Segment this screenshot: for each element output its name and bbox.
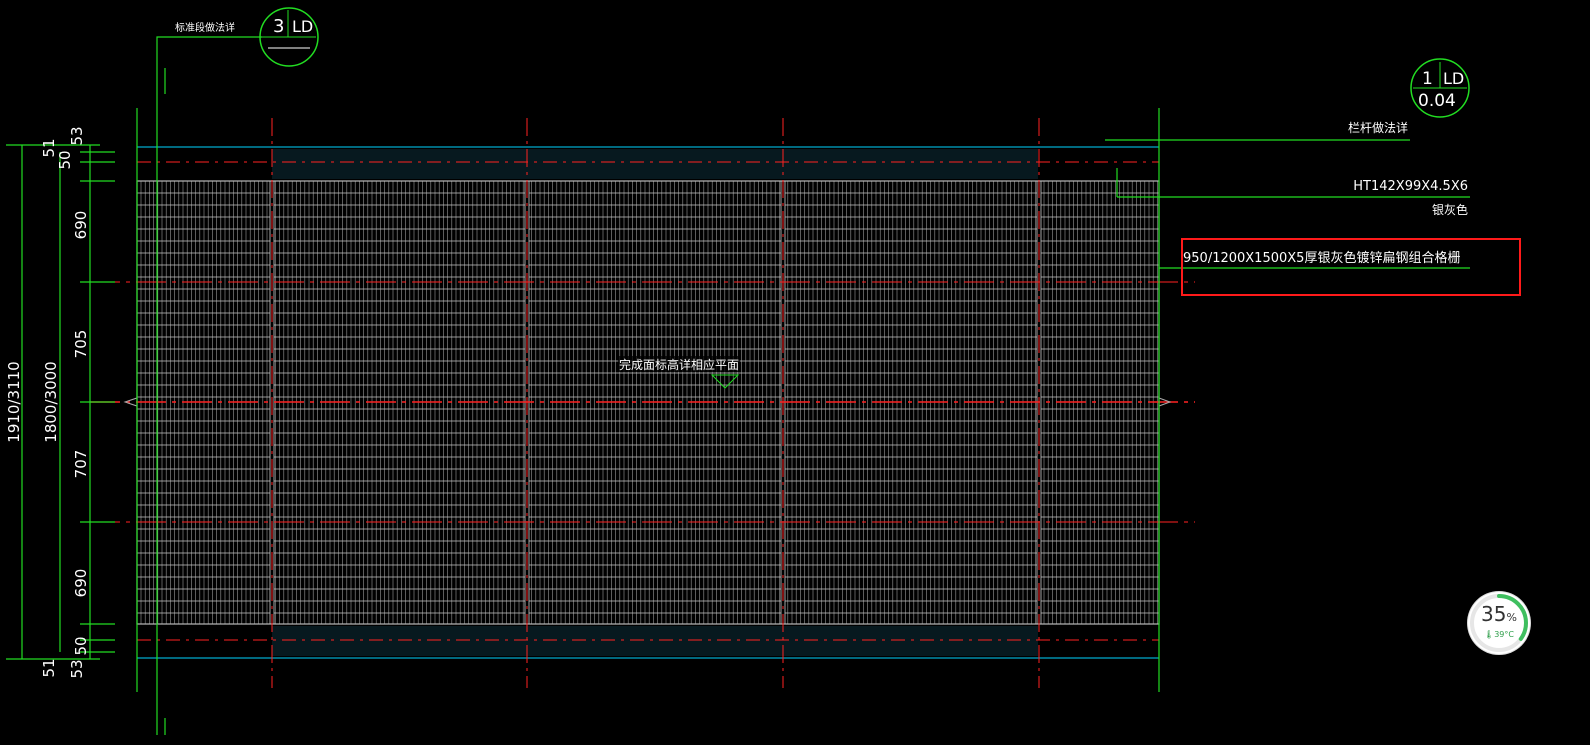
cpu-percent: 35% — [1481, 602, 1517, 626]
bottom-beam — [136, 623, 1160, 659]
top-beam — [136, 146, 1160, 182]
dim-bot2: 53 — [68, 659, 86, 678]
elevation-note: 完成面标高详相应平面 — [618, 356, 740, 389]
break-mark-right — [1158, 397, 1172, 407]
grating-note: 950/1200X1500X5厚银灰色镀锌扁钢组合格栅 — [1183, 250, 1460, 266]
thermometer-icon: 🌡 — [1484, 630, 1495, 639]
progress-ring-icon — [1470, 594, 1528, 652]
dim-top1: 53 — [68, 126, 86, 145]
axis-lines-vertical — [271, 118, 1040, 688]
callout-top-label: 标准段做法详 — [175, 21, 235, 34]
dim-outer-top: 51 — [40, 138, 58, 157]
performance-widget[interactable]: 35% 🌡39°C — [1468, 592, 1530, 654]
callout-right-number: 1 — [1422, 69, 1433, 89]
dim-outer-bottom: 51 — [40, 658, 58, 677]
dimension-lines — [6, 36, 1470, 735]
profile-color-note: 银灰色 — [1432, 203, 1468, 217]
callout-top-sheet: LD — [292, 17, 313, 36]
axis-lines-horizontal — [90, 281, 1195, 523]
temperature-readout: 🌡39°C — [1484, 630, 1514, 639]
callout-top-number: 3 — [273, 16, 284, 37]
dim-a: 690 — [72, 211, 90, 240]
dim-d: 690 — [72, 569, 90, 598]
profile-note: HT142X99X4.5X6 — [1353, 179, 1468, 194]
railing-note: 栏杆做法详 — [1348, 120, 1408, 135]
dim-b: 705 — [72, 330, 90, 359]
dim-c: 707 — [72, 450, 90, 479]
dim-total-outer: 1910/3110 — [5, 361, 23, 442]
highlight-box[interactable] — [1181, 238, 1521, 296]
detail-callout-top[interactable]: 3 LD 标准段做法详 — [175, 7, 319, 67]
svg-text:完成面标高详相应平面: 完成面标高详相应平面 — [619, 357, 739, 372]
detail-callout-right[interactable]: 1 LD 0.04 — [1410, 58, 1470, 118]
callout-right-sub: 0.04 — [1418, 91, 1456, 111]
grating-crossbars — [137, 192, 1159, 614]
dim-total-middle: 1800/3000 — [42, 361, 60, 442]
dim-top2: 50 — [56, 150, 74, 169]
callout-right-sheet: LD — [1443, 69, 1464, 88]
dim-bot1: 50 — [72, 636, 90, 655]
